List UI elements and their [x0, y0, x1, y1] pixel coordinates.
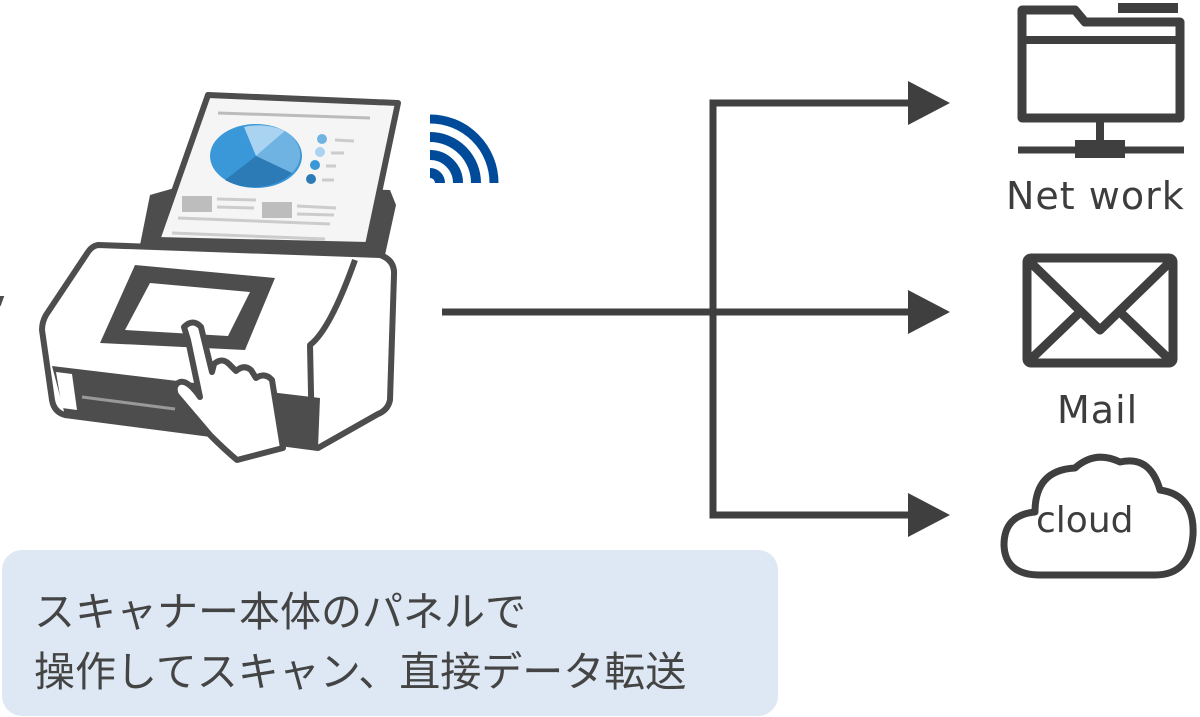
arrow-head-network	[908, 81, 950, 125]
pie-chart-icon	[210, 124, 302, 188]
cloud-icon	[1000, 453, 1197, 579]
wifi-icon	[429, 114, 499, 184]
caption-line-1: スキャナー本体のパネルで	[34, 588, 526, 636]
scanner-illustration	[0, 92, 401, 463]
caption-box: スキャナー本体のパネルで 操作してスキャン、直接データ転送	[2, 550, 778, 716]
flow-arrows	[442, 99, 915, 519]
label-mail: Mail	[1057, 388, 1139, 432]
label-cloud: cloud	[1036, 500, 1134, 541]
mail-icon	[1022, 253, 1178, 368]
network-folder-icon	[1017, 3, 1185, 158]
label-network: Net work	[1006, 174, 1185, 218]
arrow-head-mail	[908, 290, 950, 334]
hand-icon	[171, 319, 286, 463]
arrow-head-cloud	[908, 493, 950, 537]
caption-line-2: 操作してスキャン、直接データ転送	[34, 648, 687, 696]
